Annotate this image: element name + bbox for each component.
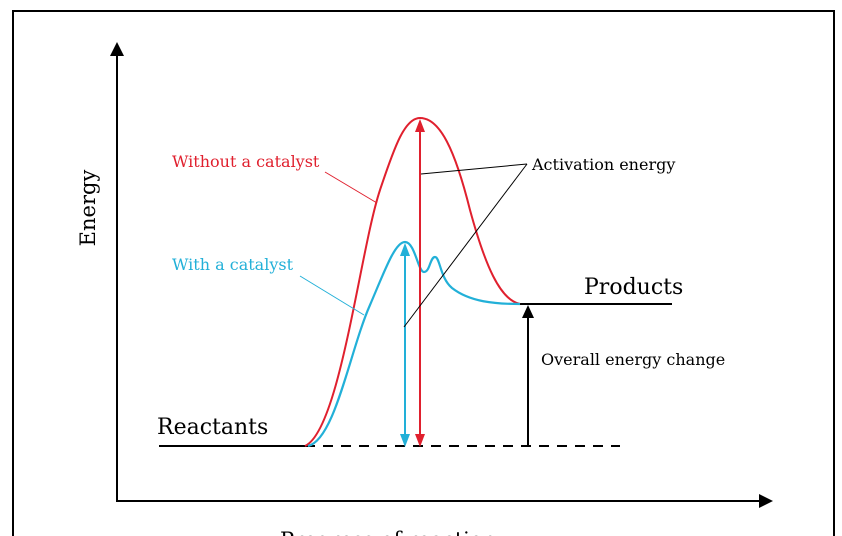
y-axis-arrow-icon	[110, 42, 124, 56]
reactants-label: Reactants	[157, 415, 268, 440]
activation-energy-label: Activation energy	[531, 155, 675, 174]
without-catalyst-leader	[324, 171, 378, 204]
y-axis-label: Energy	[76, 170, 100, 247]
x-axis-arrow-icon	[759, 494, 773, 508]
with-catalyst-label: With a catalyst	[172, 255, 294, 274]
uncatalysed-curve	[304, 116, 521, 447]
x-axis-label: Progress of reaction	[280, 528, 496, 536]
catalysed-curve	[307, 240, 521, 448]
products-label: Products	[584, 275, 683, 300]
activation-leader-red	[420, 163, 528, 175]
activation-leader-blue	[403, 163, 528, 328]
without-catalyst-label: Without a catalyst	[172, 152, 320, 171]
overall-energy-change-label: Overall energy change	[541, 350, 725, 369]
with-catalyst-leader	[299, 275, 365, 316]
frame	[12, 10, 835, 536]
black-arrowhead-icon	[522, 305, 534, 318]
